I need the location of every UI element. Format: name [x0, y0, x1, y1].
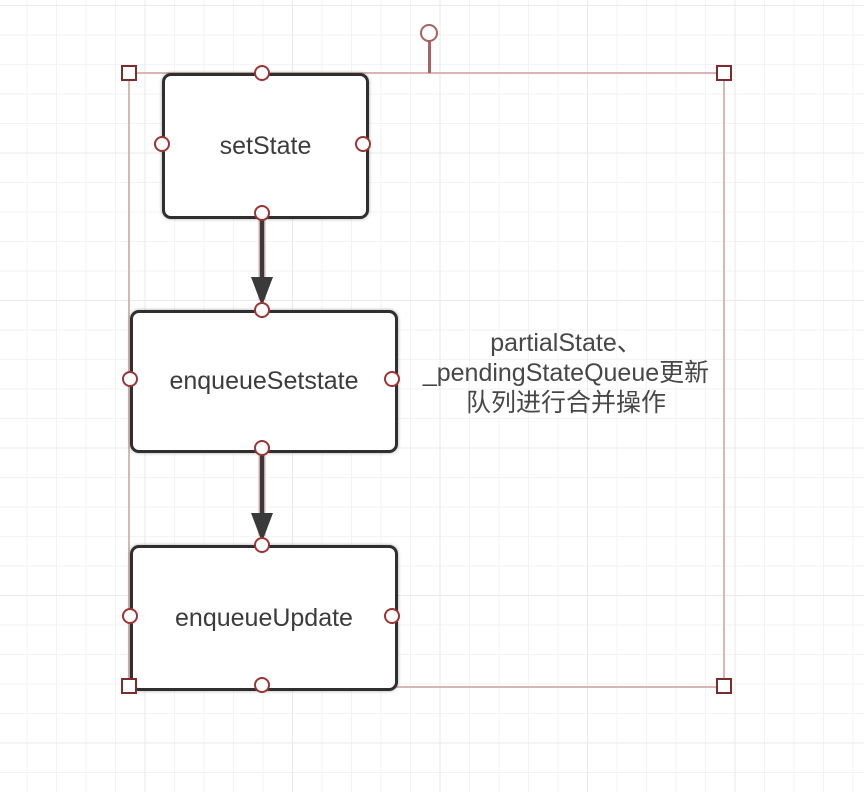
- node-label: enqueueUpdate: [175, 603, 353, 632]
- rotate-handle[interactable]: [420, 24, 438, 42]
- edge-setstate-to-enqueuesetstate[interactable]: [251, 218, 273, 306]
- resize-handle-top-right[interactable]: [716, 65, 732, 81]
- edge-enqueuesetstate-to-enqueueupdate[interactable]: [251, 452, 273, 542]
- connection-point[interactable]: [384, 371, 400, 387]
- connection-point[interactable]: [122, 371, 138, 387]
- annotation-line: _pendingStateQueue更新: [422, 359, 710, 387]
- connection-point[interactable]: [355, 136, 371, 152]
- node-label: enqueueSetstate: [169, 367, 359, 395]
- rotate-handle-stem: [428, 41, 431, 73]
- connection-point[interactable]: [254, 537, 270, 553]
- connection-point[interactable]: [384, 608, 400, 624]
- node-label: setState: [219, 131, 312, 160]
- connection-point[interactable]: [254, 205, 270, 221]
- node-enqueueupdate[interactable]: enqueueUpdate: [130, 545, 398, 691]
- annotation-text[interactable]: partialState、 _pendingStateQueue更新 队列进行合…: [396, 328, 736, 418]
- annotation-line: 队列进行合并操作: [465, 389, 666, 417]
- connection-point[interactable]: [254, 65, 270, 81]
- connection-point[interactable]: [254, 677, 270, 693]
- connection-point[interactable]: [254, 440, 270, 456]
- connection-point[interactable]: [254, 302, 270, 318]
- resize-handle-top-left[interactable]: [121, 65, 137, 81]
- node-setstate[interactable]: setState: [162, 73, 369, 219]
- node-enqueuesetstate[interactable]: enqueueSetstate: [130, 310, 398, 453]
- resize-handle-bottom-right[interactable]: [716, 678, 732, 694]
- annotation-line: partialState、: [490, 329, 642, 357]
- connection-point[interactable]: [122, 608, 138, 624]
- connection-point[interactable]: [154, 136, 170, 152]
- resize-handle-bottom-left[interactable]: [121, 678, 137, 694]
